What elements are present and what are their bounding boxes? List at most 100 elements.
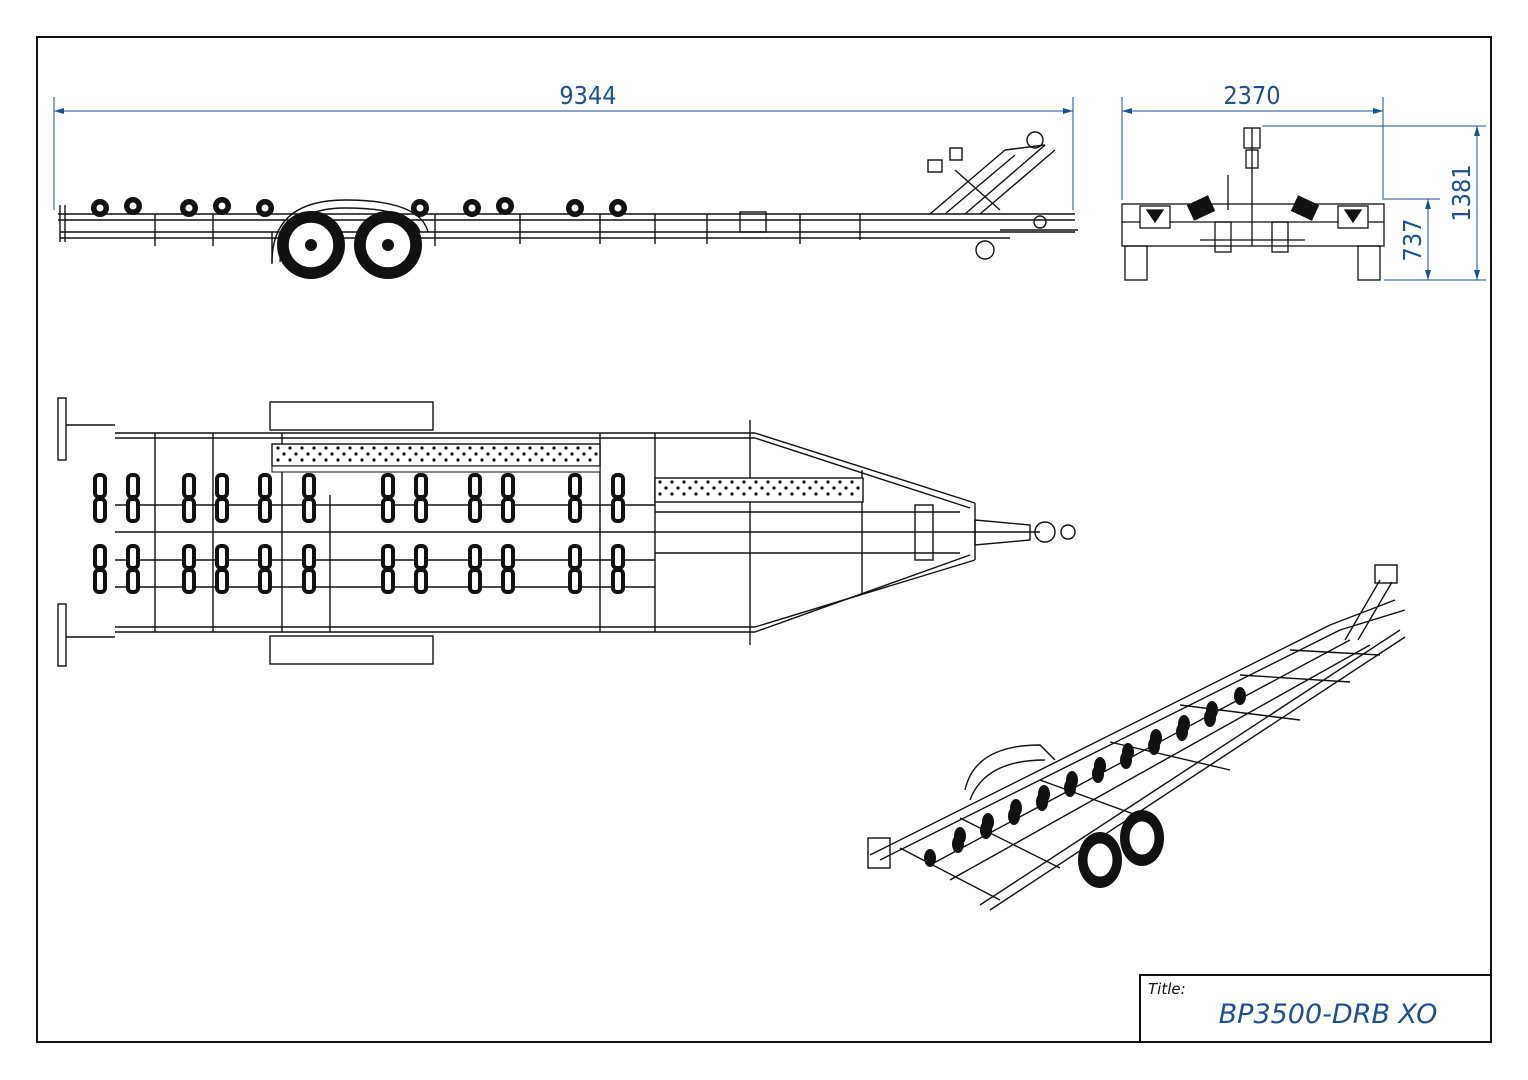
keel-roller [468, 544, 482, 570]
keel-roller [93, 544, 107, 570]
plate-hole [516, 458, 520, 462]
plate-hole [754, 492, 758, 496]
plate-hole [456, 458, 460, 462]
keel-roller [468, 568, 482, 594]
plate-hole [658, 480, 662, 484]
plate-hole [420, 458, 424, 462]
plate-hole [384, 446, 388, 450]
keel-roller [126, 568, 140, 594]
plate-hole [384, 458, 388, 462]
keel-roller [258, 497, 272, 523]
keel-roller [568, 568, 582, 594]
plate-hole [372, 458, 376, 462]
plate-hole [468, 458, 472, 462]
plate-hole [420, 446, 424, 450]
keel-roller [215, 497, 229, 523]
plate-hole [772, 486, 776, 490]
keel-roller [611, 544, 625, 570]
front-view [1121, 127, 1385, 281]
keel-roller [568, 497, 582, 523]
plate-hole [730, 492, 734, 496]
plate-hole [474, 452, 478, 456]
plate-hole [492, 446, 496, 450]
top-view-perforated-plates [271, 443, 864, 503]
plate-hole [700, 486, 704, 490]
plate-hole [438, 452, 442, 456]
plate-hole [444, 458, 448, 462]
keel-roller [381, 568, 395, 594]
iso-roller [1176, 723, 1188, 741]
keel-roller [302, 497, 316, 523]
keel-roller [381, 544, 395, 570]
side-view-wheels [277, 211, 422, 279]
plate-hole [670, 492, 674, 496]
keel-roller [93, 497, 107, 523]
plate-hole [348, 458, 352, 462]
plate-hole [486, 452, 490, 456]
plate-hole [694, 480, 698, 484]
isometric-wheels [1078, 810, 1164, 888]
dimension-width-label: 2370 [1223, 81, 1280, 110]
plate-hole [576, 458, 580, 462]
keel-roller [414, 568, 428, 594]
plate-hole [724, 486, 728, 490]
iso-roller [1036, 793, 1048, 811]
iso-roller [1148, 737, 1160, 755]
plate-hole [306, 452, 310, 456]
plate-hole [282, 452, 286, 456]
plate-hole [754, 480, 758, 484]
plate-hole [318, 452, 322, 456]
plate-hole [778, 480, 782, 484]
plate-hole [588, 446, 592, 450]
iso-roller [1120, 751, 1132, 769]
isometric-rollers [924, 687, 1246, 867]
iso-roller [1204, 709, 1216, 727]
plate-hole [564, 446, 568, 450]
keel-roller [126, 544, 140, 570]
iso-roller [1234, 687, 1246, 705]
keel-roller [182, 497, 196, 523]
keel-roller [381, 473, 395, 499]
iso-roller [1092, 765, 1104, 783]
plate-hole [276, 446, 280, 450]
plate-hole [300, 458, 304, 462]
iso-roller [980, 821, 992, 839]
dimension-frame-height-label: 737 [1398, 219, 1427, 262]
plate-hole [426, 452, 430, 456]
plate-hole [850, 480, 854, 484]
plate-hole [682, 492, 686, 496]
plate-hole [838, 492, 842, 496]
plate-hole [534, 452, 538, 456]
plate-hole [808, 486, 812, 490]
plate-hole [748, 486, 752, 490]
plate-hole [570, 452, 574, 456]
plate-hole [480, 458, 484, 462]
plate-hole [312, 446, 316, 450]
keel-roller [414, 473, 428, 499]
plate-hole [712, 486, 716, 490]
keel-roller [568, 544, 582, 570]
plate-hole [432, 446, 436, 450]
plate-hole [844, 486, 848, 490]
plate-hole [682, 480, 686, 484]
keel-roller [258, 568, 272, 594]
keel-roller [302, 473, 316, 499]
plate-hole [664, 486, 668, 490]
plate-hole [432, 458, 436, 462]
keel-roller [501, 473, 515, 499]
plate-hole [766, 492, 770, 496]
keel-roller [258, 473, 272, 499]
plate-hole [588, 458, 592, 462]
keel-roller [302, 544, 316, 570]
plate-hole [336, 458, 340, 462]
plate-hole [540, 458, 544, 462]
plate-hole [688, 486, 692, 490]
plate-hole [408, 458, 412, 462]
plate-hole [408, 446, 412, 450]
keel-roller [215, 473, 229, 499]
plate-hole [564, 458, 568, 462]
keel-roller [501, 568, 515, 594]
plate-hole [294, 452, 298, 456]
plate-hole [670, 480, 674, 484]
plate-hole [718, 492, 722, 496]
